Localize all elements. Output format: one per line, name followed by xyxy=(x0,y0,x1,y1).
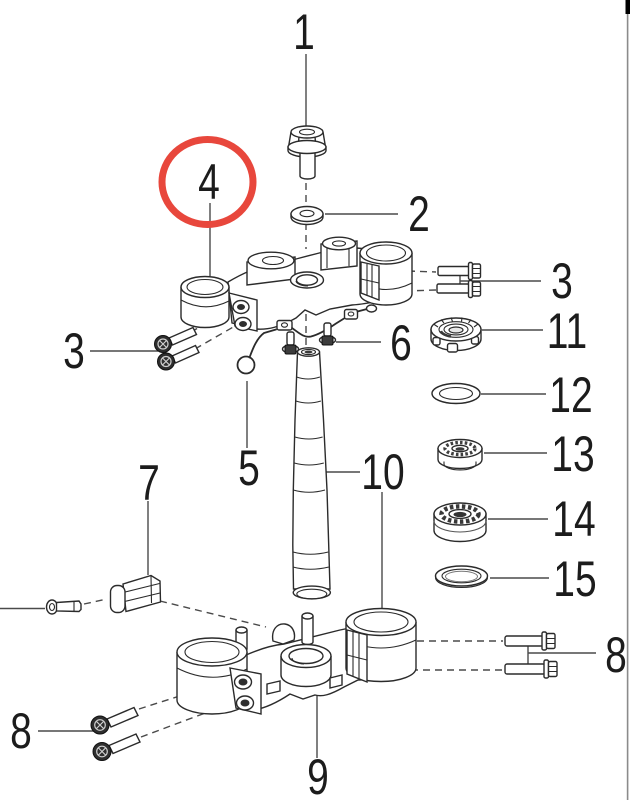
part-13-bearing-upper xyxy=(437,438,483,471)
part-3-bolts-right xyxy=(436,261,482,299)
part-15-dust-seal xyxy=(434,565,489,589)
part-1-stem-bolt xyxy=(287,125,327,180)
callout-2: 2 xyxy=(408,186,430,242)
callout-13: 13 xyxy=(551,426,595,482)
part-8-bolts-right xyxy=(504,631,558,679)
part-4-upper-clamp xyxy=(180,236,413,332)
callout-14: 14 xyxy=(552,491,596,547)
callout-15: 15 xyxy=(553,551,597,607)
callout-6: 6 xyxy=(390,315,412,371)
part-6-bolts xyxy=(281,322,337,355)
part-8-bolts-left xyxy=(90,706,141,761)
callout-12: 12 xyxy=(549,367,593,423)
callout-7: 7 xyxy=(138,455,160,511)
page-edge xyxy=(625,0,630,800)
callout-3-left: 3 xyxy=(63,323,85,379)
callout-5: 5 xyxy=(238,440,260,496)
part-9-lower-clamp xyxy=(176,607,417,715)
callout-8-right: 8 xyxy=(605,627,627,683)
part-7-bracket xyxy=(45,574,162,615)
callout-1: 1 xyxy=(293,4,315,60)
part-2-washer xyxy=(290,205,324,226)
callout-8-left: 8 xyxy=(10,703,32,759)
callout-9: 9 xyxy=(307,749,329,800)
part-11-adjuster-nut xyxy=(430,317,482,353)
callout-10: 10 xyxy=(361,444,405,500)
part-10-steering-stem xyxy=(292,347,332,600)
callout-11: 11 xyxy=(546,303,588,359)
part-12-o-ring xyxy=(431,382,481,405)
part-14-bearing-lower xyxy=(433,502,487,543)
part-3-bolts-left xyxy=(154,326,200,371)
callout-3-right: 3 xyxy=(551,253,573,309)
callout-4: 4 xyxy=(198,154,220,210)
highlight-ellipse xyxy=(158,136,257,228)
